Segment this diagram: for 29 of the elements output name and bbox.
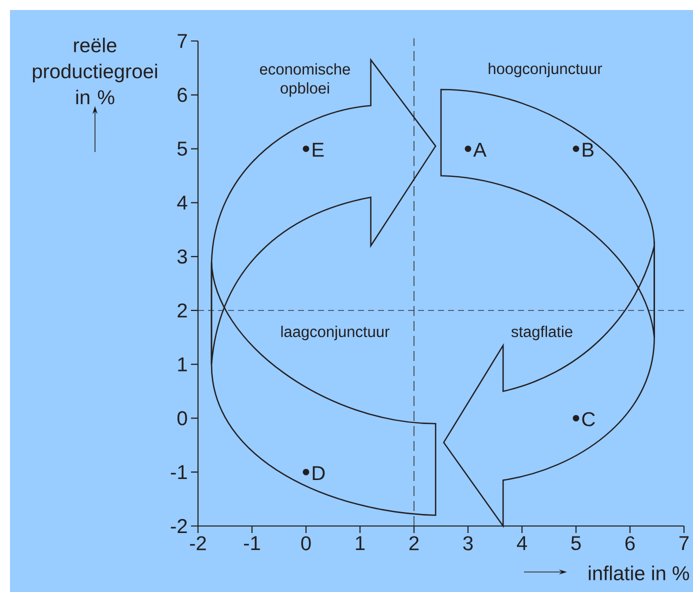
tick-label: 5: [177, 142, 187, 156]
tick-label: 3: [463, 536, 473, 550]
tick-label: 0: [177, 411, 188, 426]
tick-label: 0: [301, 536, 311, 550]
tick-label: 5: [571, 536, 581, 550]
tick-label: 1: [178, 357, 187, 372]
tick-label: -1: [170, 465, 187, 479]
axis-title: reële productiegroei in %: [32, 38, 157, 104]
phase-label: hoogconjunctuur: [488, 62, 602, 78]
tick-label: 1: [356, 536, 365, 550]
tick-label: 6: [178, 88, 187, 102]
tick-label: 7: [178, 34, 187, 48]
tick-label: -2: [170, 519, 187, 533]
point-label: D: [312, 466, 325, 480]
point-label: B: [582, 142, 594, 157]
tick-label: 6: [625, 536, 635, 550]
point-label: A: [473, 142, 486, 157]
tick-label: 4: [516, 536, 527, 550]
tick-label: 7: [679, 536, 689, 550]
tick-label: 4: [177, 196, 188, 210]
point-label: E: [312, 142, 324, 157]
tick-label: -2: [190, 536, 206, 550]
phase-label: laagconjunctuur: [281, 326, 390, 340]
tick-label: 3: [177, 249, 187, 264]
phase-label: economische opbloei: [260, 63, 350, 97]
tick-label: -1: [244, 536, 260, 550]
tick-label: 2: [178, 303, 187, 318]
axis-title: inflatie in %: [588, 566, 690, 580]
tick-label: 2: [409, 536, 419, 550]
